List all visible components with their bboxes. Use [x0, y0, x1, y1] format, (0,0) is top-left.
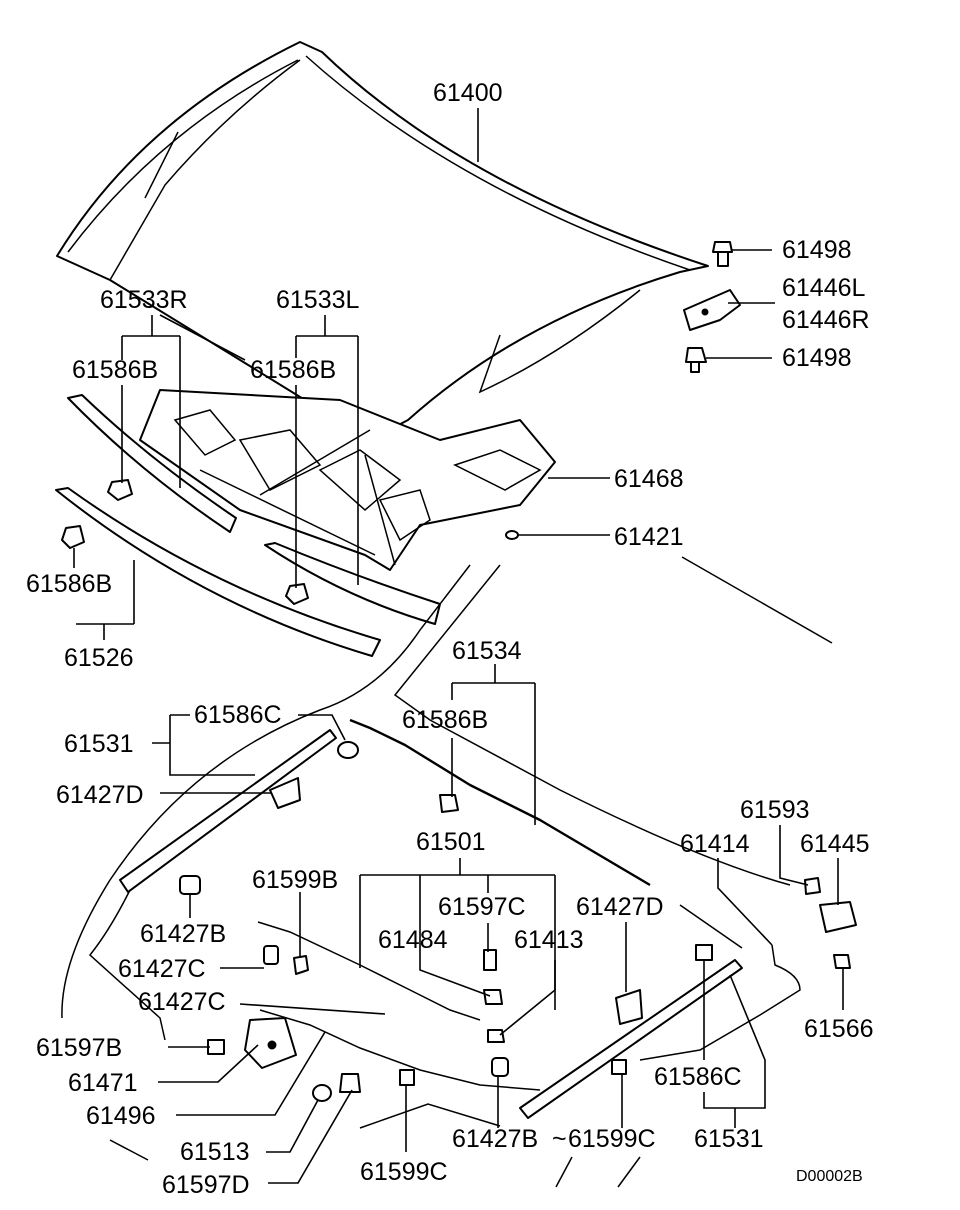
hood-inner-frame [139, 389, 556, 571]
callout-61501: 61501 [416, 828, 486, 856]
callout-61599c-left: 61599C [360, 1158, 448, 1186]
callout-61427b-left: 61427B [140, 920, 226, 948]
bumper-61427b-lower [491, 1057, 509, 1077]
callout-61599c-right: 61599C [568, 1125, 656, 1153]
bumper-61427b-left [179, 875, 201, 895]
callout-61531-left: 61531 [64, 730, 134, 758]
bumper-61427d-right [615, 989, 643, 1025]
washer-61421 [505, 530, 519, 540]
callout-61427d-left: 61427D [56, 781, 144, 809]
clip-61413 [487, 1029, 505, 1043]
callout-61526: 61526 [64, 644, 134, 672]
bolt-61498-lower [685, 347, 707, 373]
callout-61586b-left: 61586B [72, 356, 158, 384]
callout-61421: 61421 [614, 523, 684, 551]
clip-61484 [483, 989, 503, 1005]
tilde-mark: ~ [552, 1125, 567, 1153]
bolt-61597c [483, 949, 497, 971]
clip-61599b [293, 955, 309, 975]
callout-61427c-upper: 61427C [118, 955, 206, 983]
callout-61593: 61593 [740, 796, 810, 824]
callout-61586b-center: 61586B [250, 356, 336, 384]
seal-61533r [67, 394, 237, 533]
callout-labels: 61400 61498 61446L 61446R 61498 61533R 6… [26, 79, 874, 1199]
drawing-code: D00002B [796, 1168, 863, 1185]
callout-61597c: 61597C [438, 893, 526, 921]
callout-61468: 61468 [614, 465, 684, 493]
callout-61496: 61496 [86, 1102, 156, 1130]
seal-61531-right [519, 959, 743, 1119]
clip-61586b-lower [439, 794, 459, 813]
bumper-61427c [263, 945, 279, 965]
clip-61599c-left [399, 1069, 415, 1086]
callout-61586c-right: 61586C [654, 1063, 742, 1091]
callout-61586b-lower: 61586B [402, 706, 488, 734]
callout-61400: 61400 [433, 79, 503, 107]
callout-61531-right: 61531 [694, 1125, 764, 1153]
callout-61414: 61414 [680, 830, 750, 858]
callout-61471: 61471 [68, 1069, 138, 1097]
callout-61597d: 61597D [162, 1171, 250, 1199]
clip-61586b-center [285, 583, 309, 605]
cable-61501 [257, 921, 801, 1091]
callout-61484: 61484 [378, 926, 448, 954]
callout-61534: 61534 [452, 637, 522, 665]
actuator-61445 [819, 901, 857, 933]
callout-61599b: 61599B [252, 866, 338, 894]
stopper-61513 [312, 1084, 332, 1102]
group-outline [61, 556, 833, 1188]
rod-61427d-right [679, 904, 743, 949]
leader-lines [73, 108, 844, 1184]
callout-61566: 61566 [804, 1015, 874, 1043]
clip-61586c-right [695, 944, 713, 961]
bolt-61597b [207, 1039, 225, 1055]
bolt-61498-upper [712, 241, 733, 267]
seal-61526 [55, 487, 381, 657]
callout-61427b-lower: 61427B [452, 1125, 538, 1153]
callout-61413: 61413 [514, 926, 584, 954]
hinge-61446 [683, 289, 741, 331]
clip-61599c-right [611, 1059, 627, 1075]
callout-61427d-right: 61427D [576, 893, 664, 921]
seal-61534 [349, 718, 651, 887]
callout-61533r: 61533R [100, 286, 188, 314]
bumper-61427d-left [269, 777, 301, 809]
callout-61586c-upper: 61586C [194, 701, 282, 729]
callout-61445: 61445 [800, 830, 870, 858]
callout-61446l: 61446L [782, 274, 866, 302]
clip-61586b-left [107, 479, 133, 501]
cap-61586c [337, 741, 359, 759]
callout-61446r: 61446R [782, 306, 870, 334]
latch-61471 [244, 1017, 297, 1069]
callout-61427c-lower: 61427C [138, 988, 226, 1016]
clip-61593 [804, 877, 821, 895]
hood-panel [56, 41, 709, 441]
seal-61531-left [119, 729, 337, 893]
callout-61498-lower: 61498 [782, 344, 852, 372]
clip-61586b-left-lower [61, 525, 85, 549]
clip-61566 [833, 954, 851, 969]
bolt-61597d [339, 1073, 361, 1093]
callout-61533l: 61533L [276, 286, 360, 314]
callout-61498-upper: 61498 [782, 236, 852, 264]
callout-61597b: 61597B [36, 1034, 122, 1062]
callout-61513: 61513 [180, 1138, 250, 1166]
callout-61586b-lower-left: 61586B [26, 570, 112, 598]
